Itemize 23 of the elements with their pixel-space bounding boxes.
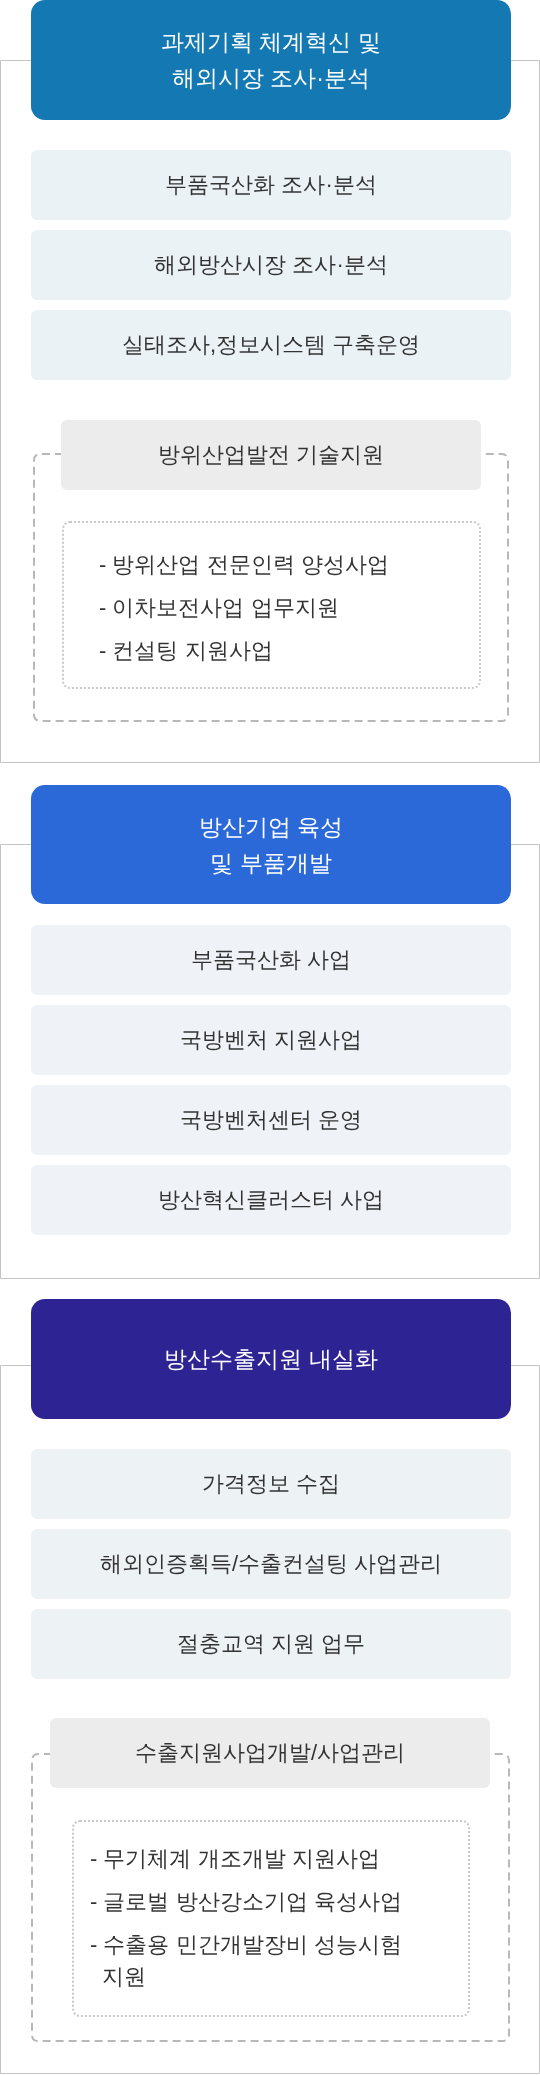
list-item: - 글로벌 방산강소기업 육성사업: [90, 1888, 403, 1916]
list-frame: [72, 1820, 470, 2017]
section-header: 방산기업 육성 및 부품개발: [31, 785, 511, 904]
section-header: 과제기획 체계혁신 및 해외시장 조사·분석: [31, 0, 511, 120]
item-card: 실태조사,정보시스템 구축운영: [31, 310, 511, 380]
item-card: 해외인증획득/수출컨설팅 사업관리: [31, 1529, 511, 1599]
group-header: 방위산업발전 기술지원: [61, 420, 481, 490]
list-item: - 이차보전사업 업무지원: [99, 594, 340, 622]
group-header: 수출지원사업개발/사업관리: [50, 1718, 490, 1788]
item-card: 부품국산화 조사·분석: [31, 150, 511, 220]
list-item: - 수출용 민간개발장비 성능시험 지원: [90, 1931, 403, 1991]
item-card: 절충교역 지원 업무: [31, 1609, 511, 1679]
item-card: 국방벤처센터 운영: [31, 1085, 511, 1155]
item-card: 해외방산시장 조사·분석: [31, 230, 511, 300]
list-frame: [62, 521, 481, 689]
item-card: 가격정보 수집: [31, 1449, 511, 1519]
list-item: - 방위산업 전문인력 양성사업: [99, 551, 390, 579]
item-card: 국방벤처 지원사업: [31, 1005, 511, 1075]
item-card: 방산혁신클러스터 사업: [31, 1165, 511, 1235]
list-item: - 무기체계 개조개발 지원사업: [90, 1845, 381, 1873]
item-card: 부품국산화 사업: [31, 925, 511, 995]
list-item: - 컨설팅 지원사업: [99, 637, 274, 665]
section-header: 방산수출지원 내실화: [31, 1299, 511, 1419]
